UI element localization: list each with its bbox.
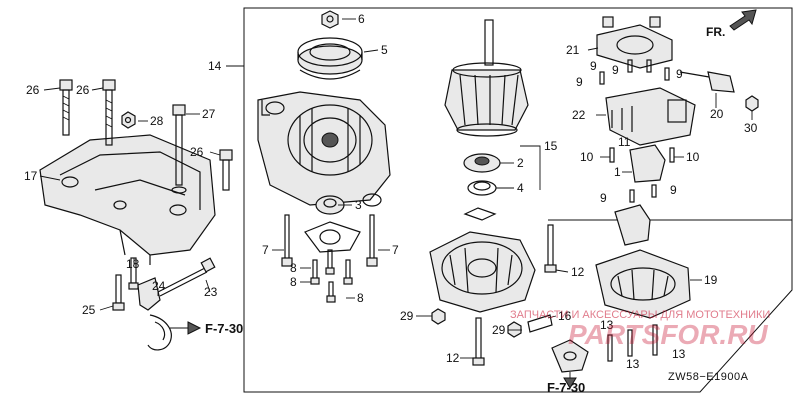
diagram-code: ZW58−E1900A bbox=[668, 371, 749, 383]
watermark-tagline: ЗАПЧАСТИ И АКСЕССУАРЫ ДЛЯ МОТОТЕХНИКИ bbox=[510, 309, 770, 321]
callout-3: 3 bbox=[355, 198, 362, 212]
clamp-lower-center bbox=[551, 339, 589, 373]
callout-17: 17 bbox=[24, 169, 38, 183]
callout-21: 21 bbox=[566, 43, 580, 57]
front-direction-indicator: FR. bbox=[706, 9, 757, 39]
callout-9-a: 9 bbox=[590, 59, 597, 73]
callout-9-d: 9 bbox=[676, 67, 683, 81]
callout-10-left: 10 bbox=[580, 150, 594, 164]
bolt-12-lower bbox=[472, 317, 485, 366]
callout-6: 6 bbox=[358, 12, 365, 26]
rectifier-1 bbox=[629, 144, 666, 183]
nut-30 bbox=[745, 95, 759, 112]
ref-label-left: F-7-30 bbox=[205, 321, 243, 336]
screws-8 bbox=[310, 249, 353, 303]
callout-27: 27 bbox=[202, 107, 216, 121]
bearing-retainer bbox=[304, 221, 361, 253]
stay-24 bbox=[137, 277, 161, 311]
callout-8-b: 8 bbox=[290, 261, 297, 275]
bolt-23 bbox=[157, 257, 216, 297]
rear-cover-19 bbox=[595, 249, 691, 319]
watermark-logo: PARTSFOR.RU bbox=[568, 319, 768, 350]
terminal-bolt-20 bbox=[679, 71, 735, 93]
flange-bolt-27 bbox=[171, 104, 187, 194]
bolt-7-right bbox=[366, 214, 378, 267]
callout-13-c: 13 bbox=[626, 357, 640, 371]
bearing-2 bbox=[463, 153, 501, 173]
callout-1: 1 bbox=[614, 165, 621, 179]
bolt-12-upper bbox=[544, 224, 557, 273]
alternator-assy bbox=[257, 91, 391, 207]
clamp-lower-left bbox=[147, 314, 172, 351]
bolt-25 bbox=[112, 274, 125, 311]
ref-arrow-icon bbox=[187, 321, 202, 335]
callout-18: 18 bbox=[126, 257, 140, 271]
screws-9 bbox=[599, 59, 670, 203]
regulator-22 bbox=[605, 87, 696, 146]
nut-6 bbox=[321, 10, 339, 29]
clip bbox=[463, 207, 497, 221]
callout-26-right: 26 bbox=[190, 145, 204, 159]
rotor bbox=[444, 19, 529, 137]
callout-15: 15 bbox=[544, 139, 558, 153]
flange-bolt-26-left bbox=[59, 79, 73, 136]
callout-20: 20 bbox=[710, 107, 724, 121]
callout-11: 11 bbox=[618, 135, 631, 149]
callout-8-a: 8 bbox=[290, 275, 297, 289]
callout-12-lower: 12 bbox=[446, 351, 460, 365]
callout-9-e: 9 bbox=[600, 191, 607, 205]
callout-7-right: 7 bbox=[392, 243, 399, 257]
callout-23: 23 bbox=[204, 285, 218, 299]
leader-lines bbox=[39, 18, 753, 378]
terminal-16 bbox=[527, 314, 553, 333]
callout-25: 25 bbox=[82, 303, 96, 317]
callout-28: 28 bbox=[150, 114, 164, 128]
callout-29-right: 29 bbox=[492, 323, 506, 337]
brush-holder-21 bbox=[596, 16, 673, 69]
callout-labels: 6 5 14 3 7 7 8 8 8 2 4 15 12 12 29 29 16… bbox=[24, 12, 758, 371]
screws-10 bbox=[609, 147, 675, 163]
callout-13-b: 13 bbox=[672, 347, 686, 361]
screws-13 bbox=[607, 324, 658, 362]
callout-10-right: 10 bbox=[686, 150, 700, 164]
callout-4: 4 bbox=[517, 181, 524, 195]
callout-9-f: 9 bbox=[670, 183, 677, 197]
callout-29-left: 29 bbox=[400, 309, 414, 323]
rear-end-frame bbox=[429, 231, 536, 313]
bolt-7-left bbox=[281, 214, 293, 267]
ref-label-center: F-7-30 bbox=[547, 380, 585, 395]
callout-26-mid: 26 bbox=[76, 83, 90, 97]
pulley-5 bbox=[297, 37, 363, 80]
ring-4 bbox=[467, 180, 497, 196]
nut-28 bbox=[121, 111, 136, 129]
callout-9-b: 9 bbox=[576, 75, 583, 89]
callout-19: 19 bbox=[704, 273, 718, 287]
alternator-bracket bbox=[39, 134, 216, 265]
callout-22: 22 bbox=[572, 108, 586, 122]
assembly-frame bbox=[243, 7, 793, 393]
nuts-29 bbox=[431, 308, 522, 338]
front-arrow-icon bbox=[729, 9, 757, 31]
callout-5: 5 bbox=[381, 43, 388, 57]
callout-14: 14 bbox=[208, 59, 222, 73]
ref-arrow-icon-2 bbox=[563, 377, 577, 389]
callout-8-c: 8 bbox=[357, 291, 364, 305]
callout-13-a: 13 bbox=[600, 318, 614, 332]
callout-24: 24 bbox=[152, 279, 166, 293]
front-label: FR. bbox=[706, 25, 725, 39]
flange-bolt-26-right bbox=[219, 149, 233, 191]
callout-12-upper: 12 bbox=[571, 265, 585, 279]
callout-2: 2 bbox=[517, 156, 524, 170]
flange-bolt-26-mid bbox=[102, 79, 116, 146]
callout-26-left: 26 bbox=[26, 83, 40, 97]
insulator bbox=[614, 204, 651, 246]
callout-16: 16 bbox=[558, 309, 572, 323]
callout-7-left: 7 bbox=[262, 243, 269, 257]
callout-30: 30 bbox=[744, 121, 758, 135]
callout-9-c: 9 bbox=[612, 63, 619, 77]
